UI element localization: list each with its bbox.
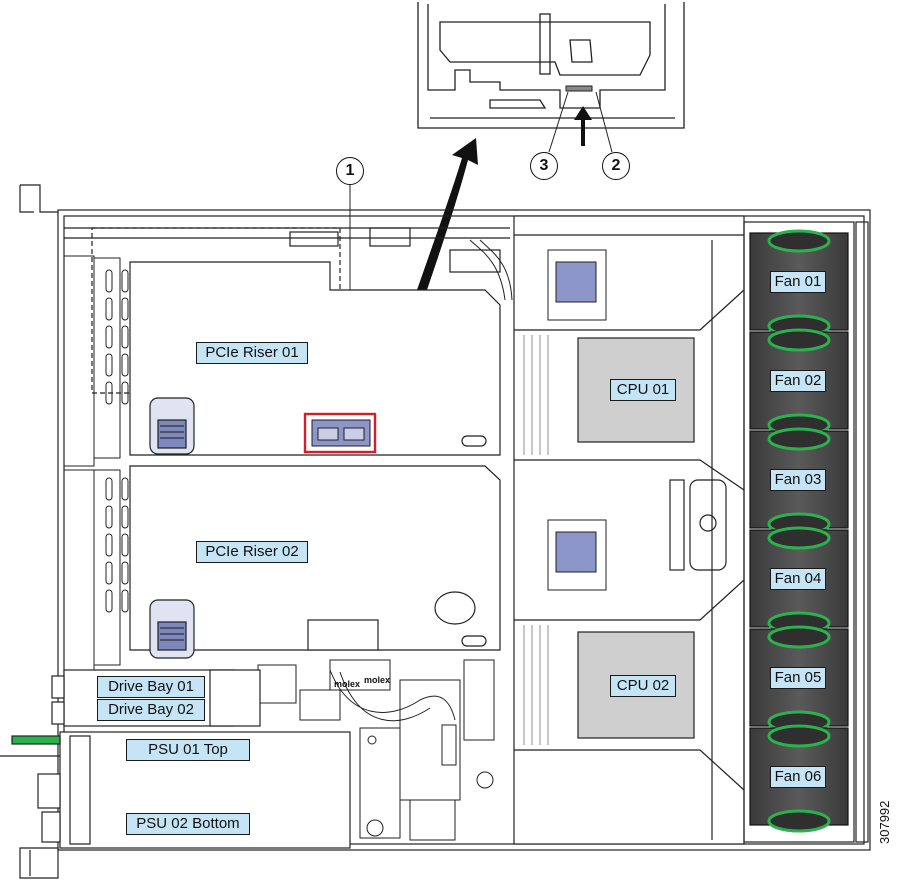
label-psu-01: PSU 01 Top xyxy=(126,739,250,761)
riser-01-connector xyxy=(311,419,371,447)
fan-rotor-ring xyxy=(767,328,831,352)
detail-inset xyxy=(417,2,685,129)
label-pcie-riser-02: PCIe Riser 02 xyxy=(196,541,308,563)
label-psu-02: PSU 02 Bottom xyxy=(126,813,250,835)
molex-label-1: molex xyxy=(334,679,360,689)
fan-rotor-ring xyxy=(767,724,831,748)
cpu-latches xyxy=(547,249,607,591)
label-fan-06: Fan 06 xyxy=(770,766,826,788)
label-fan-05: Fan 05 xyxy=(770,667,826,689)
callout-2-leader xyxy=(595,91,613,153)
molex-label-2: molex xyxy=(364,675,390,685)
callout-1: 1 xyxy=(336,157,364,185)
fan-rotor-ring xyxy=(767,229,831,253)
callout-3: 3 xyxy=(530,152,558,180)
push-arrow-icon xyxy=(574,106,592,146)
label-cpu-02: CPU 02 xyxy=(610,675,676,697)
label-cpu-01: CPU 01 xyxy=(610,379,676,401)
label-drive-bay-01: Drive Bay 01 xyxy=(97,676,205,698)
cable-area xyxy=(257,239,513,841)
rear-panel-slots xyxy=(63,255,129,671)
dimm-ridges xyxy=(523,335,549,745)
label-fan-01: Fan 01 xyxy=(770,271,826,293)
fan-rotor-ring xyxy=(767,625,831,649)
label-fan-02: Fan 02 xyxy=(770,370,826,392)
inset-latch-tab xyxy=(565,85,593,92)
riser-latch-highlight xyxy=(303,412,377,454)
label-fan-04: Fan 04 xyxy=(770,568,826,590)
pcie-riser-02 xyxy=(129,465,501,651)
figure-id: 307992 xyxy=(877,800,892,844)
fan-rotor-ring xyxy=(767,526,831,550)
label-drive-bay-02: Drive Bay 02 xyxy=(97,699,205,721)
callout-3-leader xyxy=(548,91,569,153)
fan-rotor-ring xyxy=(767,809,831,833)
fan-module xyxy=(749,724,849,833)
fan-tray xyxy=(711,221,869,843)
label-fan-03: Fan 03 xyxy=(770,469,826,491)
fan-rotor-ring xyxy=(767,427,831,451)
callout-2: 2 xyxy=(602,152,630,180)
riser-01-handle xyxy=(149,397,195,455)
fan-modules xyxy=(749,229,849,833)
pcie-riser-01 xyxy=(129,249,501,456)
riser-02-handle xyxy=(149,599,195,659)
label-pcie-riser-01: PCIe Riser 01 xyxy=(196,342,308,364)
cpu-area xyxy=(513,215,745,845)
